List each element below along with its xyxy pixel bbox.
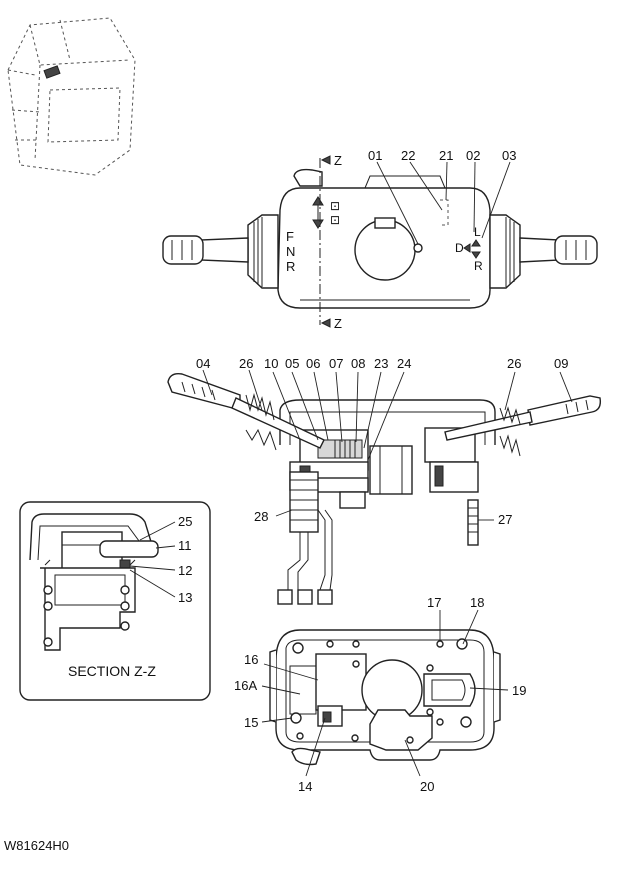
section-arrow-top-icon	[320, 155, 331, 165]
cab-location-thumbnail	[7, 17, 136, 176]
callout-14: 14	[298, 779, 312, 794]
label-d: D	[455, 241, 464, 255]
callout-09: 09	[554, 356, 568, 371]
callout-26-right: 26	[507, 356, 521, 371]
callout-02: 02	[466, 148, 480, 163]
section-mark-bottom: Z	[334, 316, 342, 331]
callout-03: 03	[502, 148, 516, 163]
callout-11: 11	[178, 538, 192, 553]
label-neutral: N	[286, 244, 295, 259]
label-forward: F	[286, 229, 294, 244]
callout-06: 06	[306, 356, 320, 371]
bottom-view-leaders	[261, 609, 509, 777]
callout-25: 25	[178, 514, 192, 529]
callout-16: 16	[244, 652, 258, 667]
switch-location-marker	[43, 65, 61, 79]
callout-28: 28	[254, 509, 268, 524]
callout-21: 21	[439, 148, 453, 163]
section-view-leaders	[202, 369, 573, 521]
switch-top-view: ⊡ ⊡ F N R D L R Z Z	[162, 153, 598, 331]
callout-26-left: 26	[239, 356, 253, 371]
callout-10: 10	[264, 356, 278, 371]
section-zz-inset	[19, 501, 211, 701]
section-arrow-bottom-icon	[320, 318, 331, 328]
callout-08: 08	[351, 356, 365, 371]
callout-12: 12	[178, 563, 192, 578]
callout-18: 18	[470, 595, 484, 610]
drawing-code: W81624H0	[4, 838, 69, 853]
callout-27: 27	[498, 512, 512, 527]
callout-05: 05	[285, 356, 299, 371]
callout-22: 22	[401, 148, 415, 163]
top-view-leaders	[376, 161, 511, 245]
callout-04: 04	[196, 356, 210, 371]
callout-23: 23	[374, 356, 388, 371]
section-caption: SECTION Z-Z	[68, 663, 156, 679]
callout-15: 15	[244, 715, 258, 730]
label-l: L	[474, 225, 481, 239]
callout-24: 24	[397, 356, 411, 371]
callout-20: 20	[420, 779, 434, 794]
callout-13: 13	[178, 590, 192, 605]
callout-16a: 16A	[234, 678, 257, 693]
label-reverse: R	[286, 259, 295, 274]
inset-leaders	[129, 521, 176, 598]
switch-bottom-view	[269, 629, 501, 766]
unlock-symbol-icon: ⊡	[330, 213, 340, 227]
switch-cross-section	[167, 372, 602, 605]
section-mark-top: Z	[334, 153, 342, 168]
callout-07: 07	[329, 356, 343, 371]
callout-01: 01	[368, 148, 382, 163]
lock-symbol-icon: ⊡	[330, 199, 340, 213]
callout-17: 17	[427, 595, 441, 610]
callout-19: 19	[512, 683, 526, 698]
turn-signal-arrow-icon	[463, 239, 481, 259]
label-r: R	[474, 259, 483, 273]
